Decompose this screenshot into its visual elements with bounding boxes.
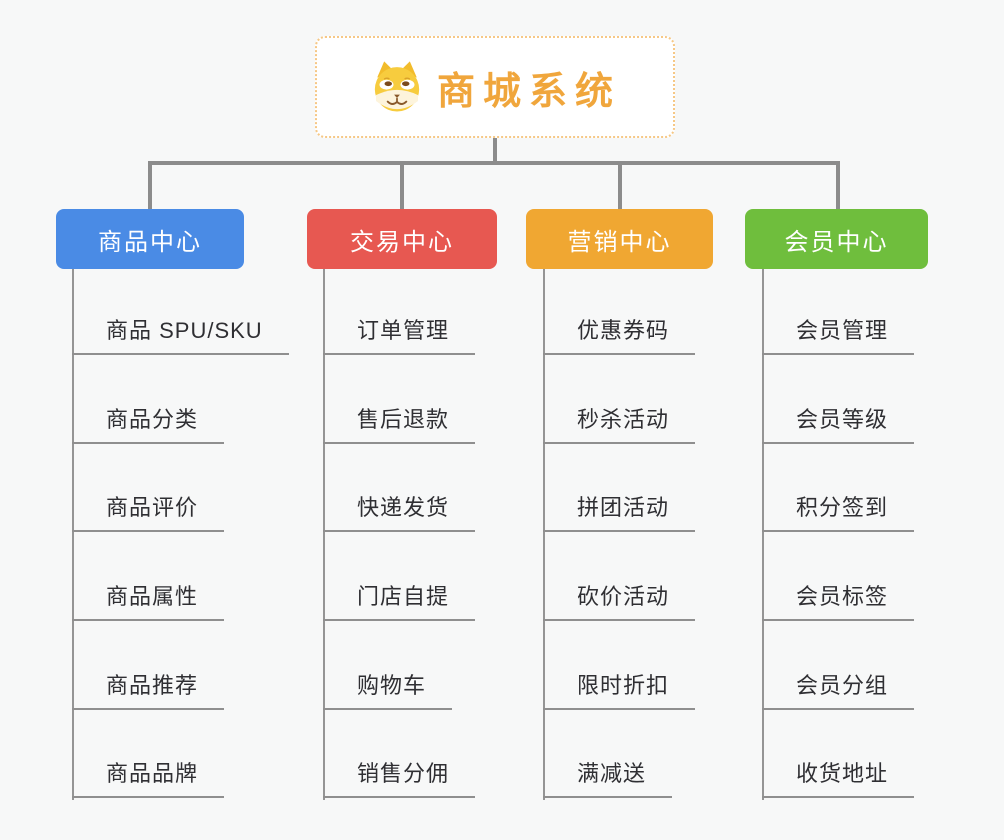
- leaf-limited-discount[interactable]: 限时折扣: [543, 672, 696, 710]
- connector-column-line: [72, 269, 74, 800]
- leaf-group-buy[interactable]: 拼团活动: [543, 494, 696, 532]
- leaf-aftersale-refund[interactable]: 售后退款: [323, 406, 476, 444]
- branch-member-center[interactable]: 会员中心: [745, 209, 928, 269]
- connector-drop-marketing: [618, 163, 622, 211]
- leaf-flash-sale[interactable]: 秒杀活动: [543, 406, 696, 444]
- connector-horizontal-bus: [148, 161, 840, 165]
- leaf-express-shipping[interactable]: 快递发货: [323, 494, 476, 532]
- leaf-member-level[interactable]: 会员等级: [762, 406, 915, 444]
- branch-marketing-center[interactable]: 营销中心: [526, 209, 713, 269]
- connector-drop-member: [836, 163, 840, 211]
- leaf-product-attribute[interactable]: 商品属性: [72, 583, 225, 621]
- leaf-product-recommend[interactable]: 商品推荐: [72, 672, 225, 710]
- connector-drop-product: [148, 163, 152, 211]
- branch-trade-center[interactable]: 交易中心: [307, 209, 497, 269]
- leaf-shipping-address[interactable]: 收货地址: [762, 760, 915, 798]
- branch-product-center[interactable]: 商品中心: [56, 209, 244, 269]
- doge-icon: [369, 59, 425, 115]
- connector-column-line: [323, 269, 325, 800]
- leaf-order-management[interactable]: 订单管理: [323, 317, 476, 355]
- connector-root-stem: [493, 136, 497, 165]
- leaf-store-pickup[interactable]: 门店自提: [323, 583, 476, 621]
- leaf-member-management[interactable]: 会员管理: [762, 317, 915, 355]
- leaf-product-category[interactable]: 商品分类: [72, 406, 225, 444]
- connector-column-line: [543, 269, 545, 800]
- leaf-spend-save[interactable]: 满减送: [543, 760, 673, 798]
- leaf-product-review[interactable]: 商品评价: [72, 494, 225, 532]
- connector-drop-trade: [400, 163, 404, 211]
- leaf-member-tags[interactable]: 会员标签: [762, 583, 915, 621]
- root-title: 商城系统: [436, 70, 621, 113]
- leaf-shopping-cart[interactable]: 购物车: [323, 672, 453, 710]
- leaf-member-groups[interactable]: 会员分组: [762, 672, 915, 710]
- leaf-product-brand[interactable]: 商品品牌: [72, 760, 225, 798]
- leaf-bargain-activity[interactable]: 砍价活动: [543, 583, 696, 621]
- leaf-points-checkin[interactable]: 积分签到: [762, 494, 915, 532]
- root-node[interactable]: 商城系统: [315, 36, 675, 138]
- leaf-sales-commission[interactable]: 销售分佣: [323, 760, 476, 798]
- connector-column-line: [762, 269, 764, 800]
- leaf-coupon-code[interactable]: 优惠券码: [543, 317, 696, 355]
- leaf-product-spu-sku[interactable]: 商品 SPU/SKU: [72, 317, 289, 355]
